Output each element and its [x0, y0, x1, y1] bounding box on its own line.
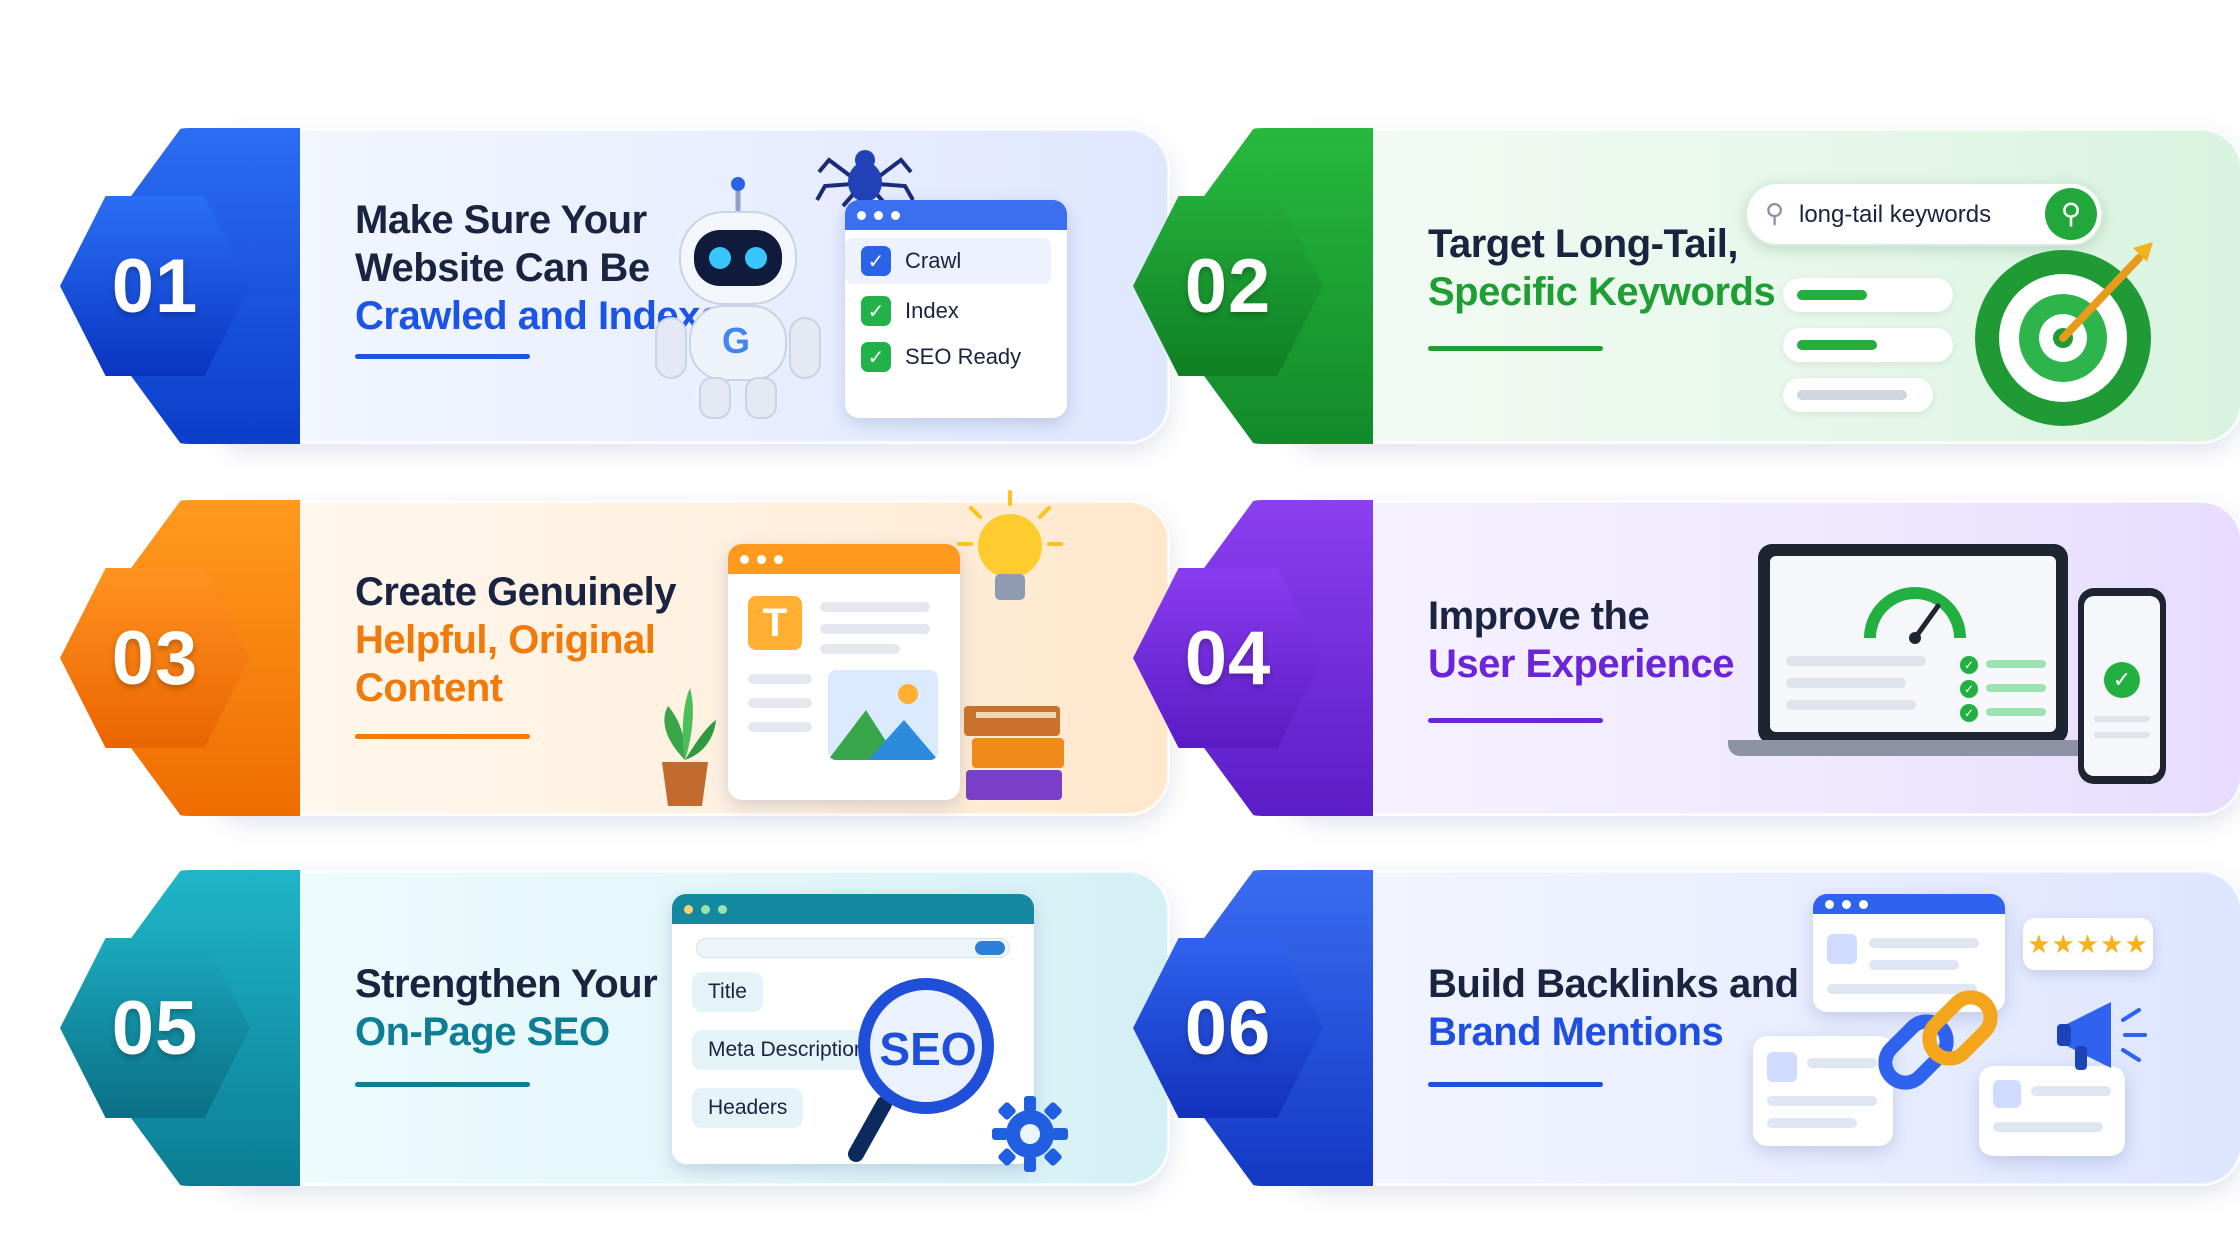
step-card-04: 04 Improve the User Experience ✓ ✓ ✓ — [1133, 500, 2240, 816]
step-number-badge: 01 — [60, 196, 250, 376]
card-title: Target Long-Tail, Specific Keywords — [1428, 222, 1776, 314]
checklist-window: ✓ Crawl ✓ Index ✓ SEO Ready — [845, 200, 1067, 418]
title-underline — [355, 734, 530, 739]
card-title: Make Sure Your Website Can Be Crawled an… — [355, 198, 746, 338]
seo-lens-label: SEO — [879, 1023, 977, 1075]
title-underline — [1428, 346, 1603, 351]
title-underline — [355, 1082, 530, 1087]
step-card-05: 05 Strengthen Your On-Page SEO Title Met… — [60, 870, 1170, 1186]
profile-card-top — [1813, 894, 2005, 1012]
address-bar — [696, 938, 1010, 958]
profile-card-right — [1979, 1066, 2125, 1156]
card-title: Build Backlinks and Brand Mentions — [1428, 962, 1799, 1054]
step-number-badge: 02 — [1133, 196, 1323, 376]
check-icon: ✓ — [2104, 662, 2140, 698]
step-card-02: 02 Target Long-Tail, Specific Keywords ⚲… — [1133, 128, 2240, 444]
rating-badge: ★★★★★ — [2023, 918, 2153, 970]
checklist-item-crawl: ✓ Crawl — [845, 238, 1051, 284]
google-logo: G — [722, 320, 751, 361]
books-icon — [964, 706, 1064, 800]
seo-tag-meta-description: Meta Description — [692, 1030, 882, 1070]
checkbox-icon: ✓ — [861, 296, 891, 326]
search-button: ⚲ — [2045, 188, 2097, 240]
card-title: Strengthen Your On-Page SEO — [355, 962, 658, 1054]
megaphone-icon — [2057, 1002, 2147, 1070]
lightbulb-icon — [957, 490, 1063, 600]
search-icon — [975, 941, 1005, 955]
step-number-badge: 06 — [1133, 938, 1323, 1118]
chain-link-icon — [1878, 990, 1998, 1090]
step-number-badge: 05 — [60, 938, 250, 1118]
magnifier-icon — [848, 978, 994, 1162]
plant-icon — [662, 688, 716, 806]
card-title: Create Genuinely Helpful, Original Conte… — [355, 570, 677, 710]
check-icon: ✓ — [1960, 680, 1978, 698]
robot-icon — [655, 177, 821, 419]
title-underline — [355, 354, 530, 359]
laptop-base — [1728, 740, 2098, 756]
search-query-text: long-tail keywords — [1799, 201, 1992, 228]
card-title: Improve the User Experience — [1428, 594, 1735, 686]
gear-icon — [992, 1096, 1068, 1172]
step-card-01: 01 Make Sure Your Website Can Be Crawled… — [60, 128, 1170, 444]
keyword-result-list — [1783, 278, 1953, 418]
checkbox-icon: ✓ — [861, 342, 891, 372]
title-underline — [1428, 1082, 1603, 1087]
content-document-window: T — [728, 544, 960, 800]
seo-tag-headers: Headers — [692, 1088, 804, 1128]
title-underline — [1428, 718, 1603, 723]
keyword-search-bar: ⚲ long-tail keywords ⚲ — [1745, 182, 2103, 246]
check-icon: ✓ — [1960, 656, 1978, 674]
seo-tag-title: Title — [692, 972, 763, 1012]
step-number-badge: 04 — [1133, 568, 1323, 748]
checklist-item-index: ✓ Index — [845, 288, 1067, 334]
profile-card-left — [1753, 1036, 1893, 1146]
step-card-03: 03 Create Genuinely Helpful, Original Co… — [60, 490, 1170, 816]
target-icon — [1975, 242, 2153, 426]
step-number-badge: 03 — [60, 568, 250, 748]
check-icon: ✓ — [1960, 704, 1978, 722]
step-card-06: 06 Build Backlinks and Brand Mentions ★★… — [1133, 870, 2240, 1186]
text-block-icon: T — [748, 596, 802, 650]
checklist-item-seo-ready: ✓ SEO Ready — [845, 334, 1067, 380]
laptop-icon: ✓ ✓ ✓ — [1758, 544, 2068, 744]
phone-icon: ✓ — [2078, 588, 2166, 784]
spider-icon — [815, 150, 915, 208]
image-placeholder-icon — [828, 670, 938, 760]
speed-gauge-icon — [1864, 587, 1966, 644]
checkbox-icon: ✓ — [861, 246, 891, 276]
search-icon: ⚲ — [1765, 198, 1785, 228]
